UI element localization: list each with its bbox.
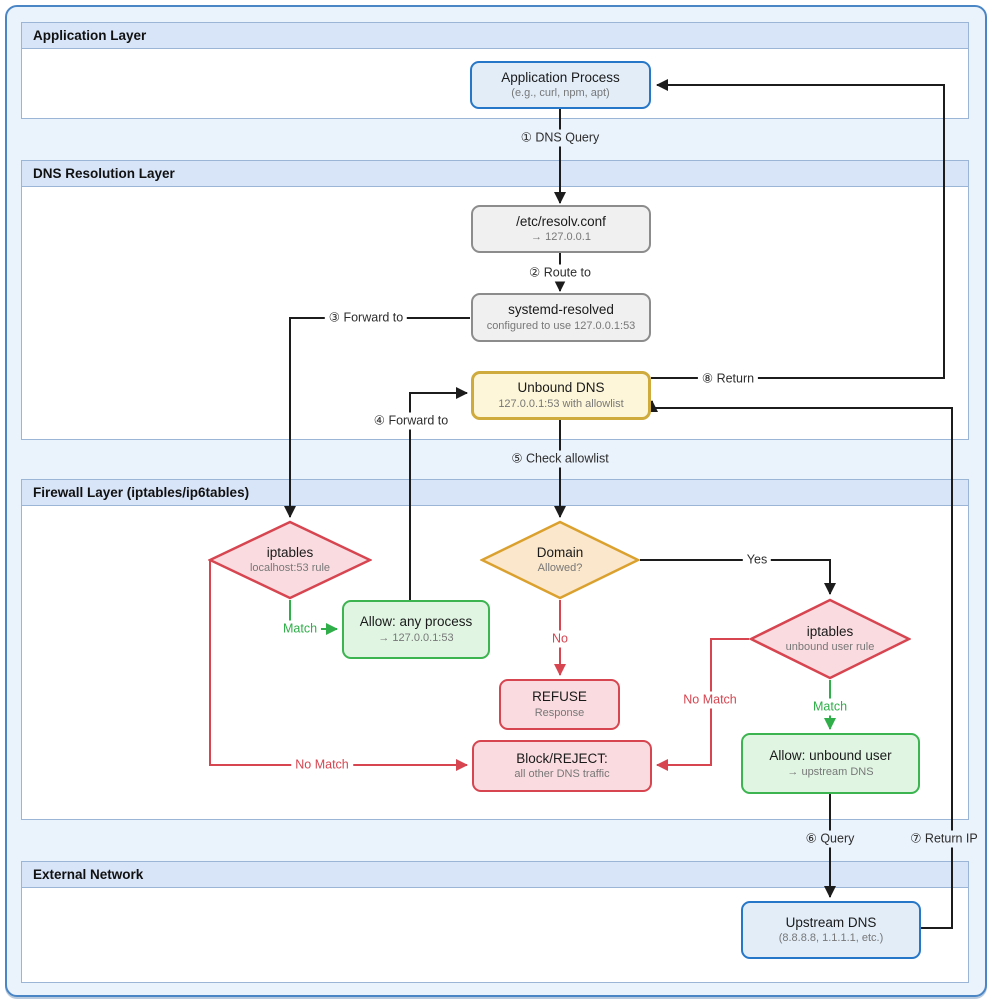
edge-label-forward-to-4: ④ Forward to <box>369 412 453 430</box>
decision-domain-allowed-subtitle: Allowed? <box>537 562 583 575</box>
diamond-shape-orange <box>480 520 640 600</box>
node-block-reject: Block/REJECT: all other DNS traffic <box>472 740 652 792</box>
edge-label-match-1: Match <box>278 620 322 638</box>
node-refuse-subtitle: Response <box>534 706 585 719</box>
edge-label-route-to: ② Route to <box>525 264 595 282</box>
edge-label-no-match-2: No Match <box>679 691 741 709</box>
node-upstream-dns-subtitle: (8.8.8.8, 1.1.1.1, etc.) <box>778 932 884 945</box>
layer-firewall-title: Firewall Layer (iptables/ip6tables) <box>22 480 968 506</box>
layer-external-network-title: External Network <box>22 862 968 888</box>
decision-iptables-localhost: iptables localhost:53 rule <box>208 520 372 600</box>
node-allow-any-process-subtitle: → 127.0.0.1:53 <box>378 631 454 644</box>
decision-iptables-unbound-subtitle: unbound user rule <box>785 641 875 654</box>
decision-iptables-localhost-title: iptables <box>266 544 314 560</box>
edge-label-check-allowlist: ⑤ Check allowlist <box>507 450 613 468</box>
edge-label-no-match-1: No Match <box>291 756 353 774</box>
node-allow-any-process: Allow: any process → 127.0.0.1:53 <box>342 600 490 659</box>
node-resolv-conf: /etc/resolv.conf → 127.0.0.1 <box>471 205 651 253</box>
edge-label-forward-to-3: ③ Forward to <box>324 309 408 327</box>
node-unbound-dns-title: Unbound DNS <box>517 380 605 396</box>
edge-label-return-ip: ⑦ Return IP <box>906 830 982 848</box>
node-block-reject-subtitle: all other DNS traffic <box>514 768 610 781</box>
node-refuse: REFUSE Response <box>499 679 620 730</box>
decision-iptables-unbound: iptables unbound user rule <box>749 598 911 680</box>
decision-iptables-unbound-title: iptables <box>806 623 854 639</box>
node-resolv-conf-title: /etc/resolv.conf <box>516 213 606 229</box>
node-refuse-title: REFUSE <box>532 689 587 705</box>
node-systemd-resolved-subtitle: configured to use 127.0.0.1:53 <box>486 319 636 332</box>
node-upstream-dns: Upstream DNS (8.8.8.8, 1.1.1.1, etc.) <box>741 901 921 959</box>
node-systemd-resolved: systemd-resolved configured to use 127.0… <box>471 293 651 342</box>
layer-dns-resolution-title: DNS Resolution Layer <box>22 161 968 187</box>
edge-label-yes: Yes <box>742 551 772 569</box>
node-upstream-dns-title: Upstream DNS <box>785 914 877 930</box>
edge-label-no: No <box>548 630 572 648</box>
decision-domain-allowed-title: Domain <box>536 544 584 560</box>
node-unbound-dns: Unbound DNS 127.0.0.1:53 with allowlist <box>471 371 651 420</box>
node-unbound-dns-subtitle: 127.0.0.1:53 with allowlist <box>498 397 624 410</box>
node-application-process-subtitle: (e.g., curl, npm, apt) <box>511 87 610 100</box>
node-block-reject-title: Block/REJECT: <box>516 750 608 766</box>
node-application-process-title: Application Process <box>501 69 620 85</box>
edge-label-return: ⑧ Return <box>697 370 759 388</box>
node-application-process: Application Process (e.g., curl, npm, ap… <box>470 61 651 109</box>
diamond-shape-red <box>749 598 911 680</box>
node-resolv-conf-subtitle: → 127.0.0.1 <box>531 231 591 244</box>
node-allow-unbound-user-title: Allow: unbound user <box>769 748 892 764</box>
edge-label-query: ⑥ Query <box>801 830 859 848</box>
node-allow-unbound-user-subtitle: → upstream DNS <box>787 765 874 778</box>
node-allow-unbound-user: Allow: unbound user → upstream DNS <box>741 733 920 794</box>
diamond-shape-red <box>208 520 372 600</box>
decision-domain-allowed: Domain Allowed? <box>480 520 640 600</box>
layer-application-title: Application Layer <box>22 23 968 49</box>
node-systemd-resolved-title: systemd-resolved <box>508 302 614 318</box>
decision-iptables-localhost-subtitle: localhost:53 rule <box>249 562 331 575</box>
edge-label-match-2: Match <box>808 698 852 716</box>
node-allow-any-process-title: Allow: any process <box>359 614 473 630</box>
edge-label-dns-query: ① DNS Query <box>516 129 604 147</box>
